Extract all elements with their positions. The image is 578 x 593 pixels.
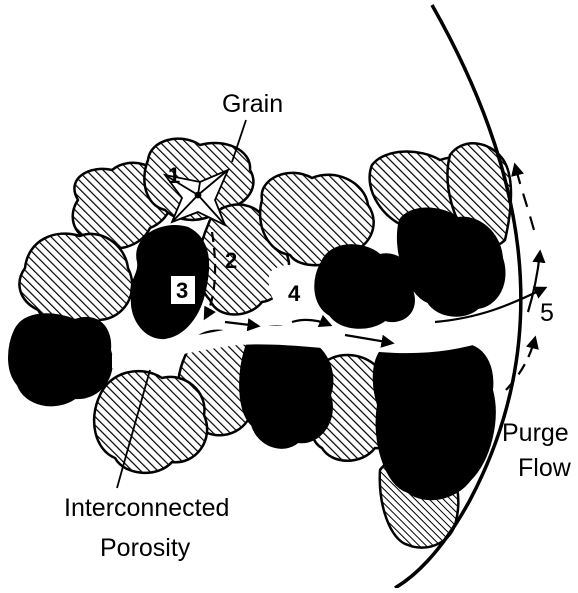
dark-grain-3 [131, 226, 208, 338]
purge-arrow-mid [528, 252, 540, 312]
porosity-label: Porosity [100, 534, 191, 562]
step-2: 2 [225, 248, 237, 273]
step-3: 3 [176, 278, 188, 303]
purge-label: Purge [502, 419, 569, 447]
purge-arrow-upper [515, 165, 534, 230]
step-1: 1 [168, 163, 180, 188]
step-5: 5 [540, 299, 554, 327]
dark-grain-lower-right [374, 338, 495, 499]
grain-bottom-left [94, 371, 207, 473]
arrow-channel-2 [292, 320, 330, 325]
interconnected-label: Interconnected [64, 494, 229, 522]
flow-label: Flow [518, 454, 572, 482]
step-4: 4 [288, 281, 301, 306]
arrow-channel-1 [225, 322, 258, 326]
grain-label: Grain [222, 90, 283, 118]
dark-grain-left [9, 314, 112, 405]
purge-arrow-lower [506, 338, 535, 390]
